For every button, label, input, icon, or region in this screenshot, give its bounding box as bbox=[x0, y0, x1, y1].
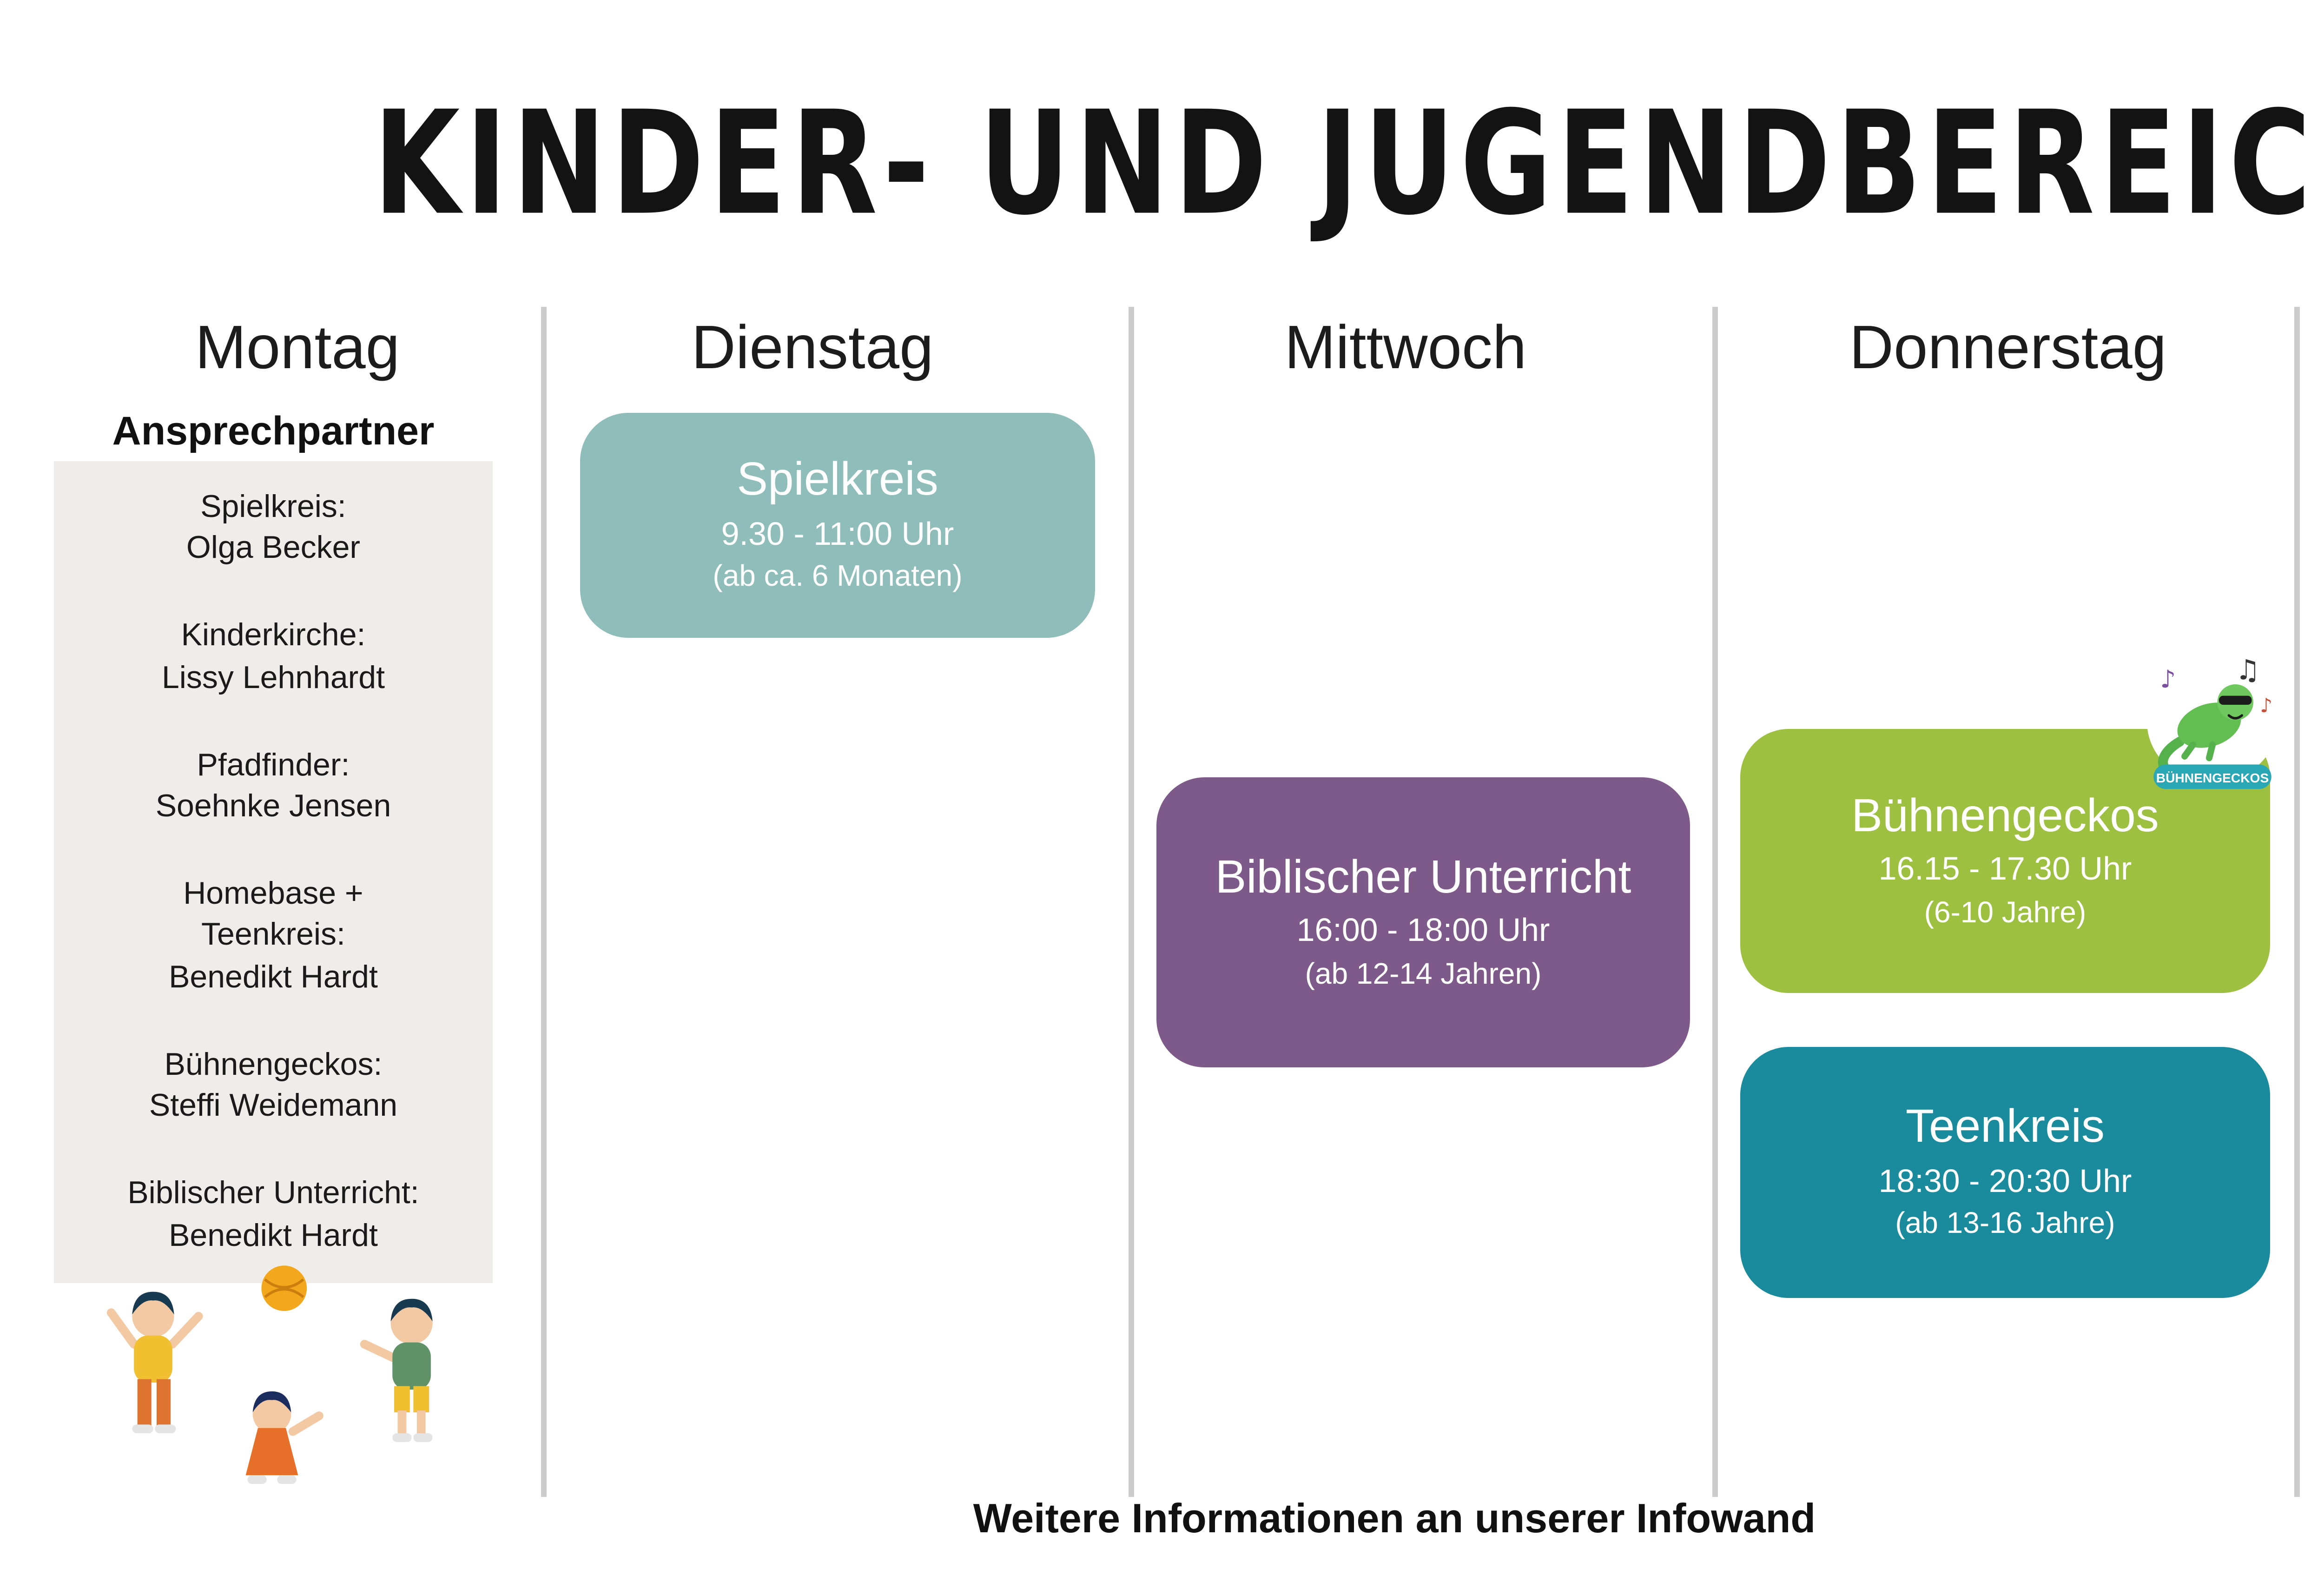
child-right bbox=[360, 1298, 433, 1442]
contacts-panel: Spielkreis: Olga Becker Kinderkirche: Li… bbox=[54, 461, 493, 1283]
contacts-heading: Ansprechpartner bbox=[112, 409, 435, 454]
contact-entry: Biblischer Unterricht: Benedikt Hardt bbox=[127, 1173, 419, 1257]
child-middle bbox=[245, 1391, 324, 1484]
contact-role: Spielkreis: bbox=[200, 489, 346, 524]
contact-entry: Bühnengeckos: Steffi Weidemann bbox=[149, 1045, 397, 1128]
event-time: 18:30 - 20:30 Uhr bbox=[1878, 1162, 2132, 1199]
contact-entry: Spielkreis: Olga Becker bbox=[186, 487, 360, 571]
event-age: (ab ca. 6 Monaten) bbox=[713, 562, 963, 594]
event-age: (6-10 Jahre) bbox=[1924, 897, 2086, 929]
contact-entry: Pfadfinder: Soehnke Jensen bbox=[156, 745, 391, 829]
children-playing-svg bbox=[106, 1265, 433, 1484]
buehnengeckos-banner-text: BÜHNENGECKOS bbox=[2156, 771, 2269, 785]
event-title: Spielkreis bbox=[737, 454, 938, 507]
event-time: 9.30 - 11:00 Uhr bbox=[721, 515, 954, 552]
footer-note: Weitere Informationen an unserer Infowan… bbox=[973, 1495, 1816, 1542]
day-header-donnerstag: Donnerstag bbox=[1849, 312, 2167, 381]
event-title: Teenkreis bbox=[1906, 1101, 2105, 1154]
svg-text:♪: ♪ bbox=[2260, 694, 2272, 717]
event-age: (ab 13-16 Jahre) bbox=[1895, 1209, 2115, 1241]
contact-role: Homebase + Teenkreis: bbox=[183, 875, 363, 953]
contact-name: Soehnke Jensen bbox=[155, 788, 391, 824]
page-title: KINDER- UND JUGENDBEREICH bbox=[373, 82, 2324, 249]
contact-name: Lissy Lehnhardt bbox=[161, 660, 385, 695]
contact-name: Benedikt Hardt bbox=[169, 959, 378, 995]
event-title: Bühnengeckos bbox=[1851, 790, 2159, 842]
contact-role: Bühnengeckos: bbox=[164, 1046, 383, 1082]
contact-name: Benedikt Hardt bbox=[169, 1217, 378, 1253]
event-age: (ab 12-14 Jahren) bbox=[1305, 959, 1542, 991]
day-header-montag: Montag bbox=[195, 312, 400, 381]
column-divider bbox=[2294, 307, 2299, 1497]
event-card-spielkreis: Spielkreis 9.30 - 11:00 Uhr (ab ca. 6 Mo… bbox=[580, 413, 1095, 638]
event-time: 16.15 - 17.30 Uhr bbox=[1878, 850, 2132, 888]
day-header-mittwoch: Mittwoch bbox=[1284, 312, 1527, 381]
event-card-biblischer-unterricht: Biblischer Unterricht 16:00 - 18:00 Uhr … bbox=[1156, 777, 1690, 1067]
contact-name: Olga Becker bbox=[186, 530, 361, 566]
children-playing-illustration bbox=[86, 1253, 472, 1542]
contact-name: Steffi Weidemann bbox=[149, 1088, 398, 1124]
contact-role: Biblischer Unterricht: bbox=[127, 1175, 419, 1211]
day-header-dienstag: Dienstag bbox=[691, 312, 934, 381]
column-divider bbox=[1712, 307, 1717, 1497]
contact-role: Pfadfinder: bbox=[197, 747, 350, 782]
event-card-teenkreis: Teenkreis 18:30 - 20:30 Uhr (ab 13-16 Ja… bbox=[1740, 1047, 2270, 1298]
contact-entry: Homebase + Teenkreis: Benedikt Hardt bbox=[169, 874, 378, 999]
column-divider bbox=[1129, 307, 1133, 1497]
gecko-music-icon: ♪ ♫ ♪ BÜHNENGECKOS bbox=[2147, 654, 2278, 789]
event-time: 16:00 - 18:00 Uhr bbox=[1296, 912, 1550, 949]
contact-entry: Kinderkirche: Lissy Lehnhardt bbox=[162, 616, 385, 700]
svg-text:♫: ♫ bbox=[2235, 654, 2260, 686]
buehnengeckos-logo-icon: ♪ ♫ ♪ BÜHNENGECKOS bbox=[2131, 649, 2294, 801]
event-title: Biblischer Unterricht bbox=[1215, 851, 1631, 904]
column-divider bbox=[541, 307, 546, 1497]
contact-role: Kinderkirche: bbox=[181, 618, 366, 654]
svg-text:♪: ♪ bbox=[2160, 665, 2176, 694]
child-left bbox=[106, 1291, 203, 1434]
